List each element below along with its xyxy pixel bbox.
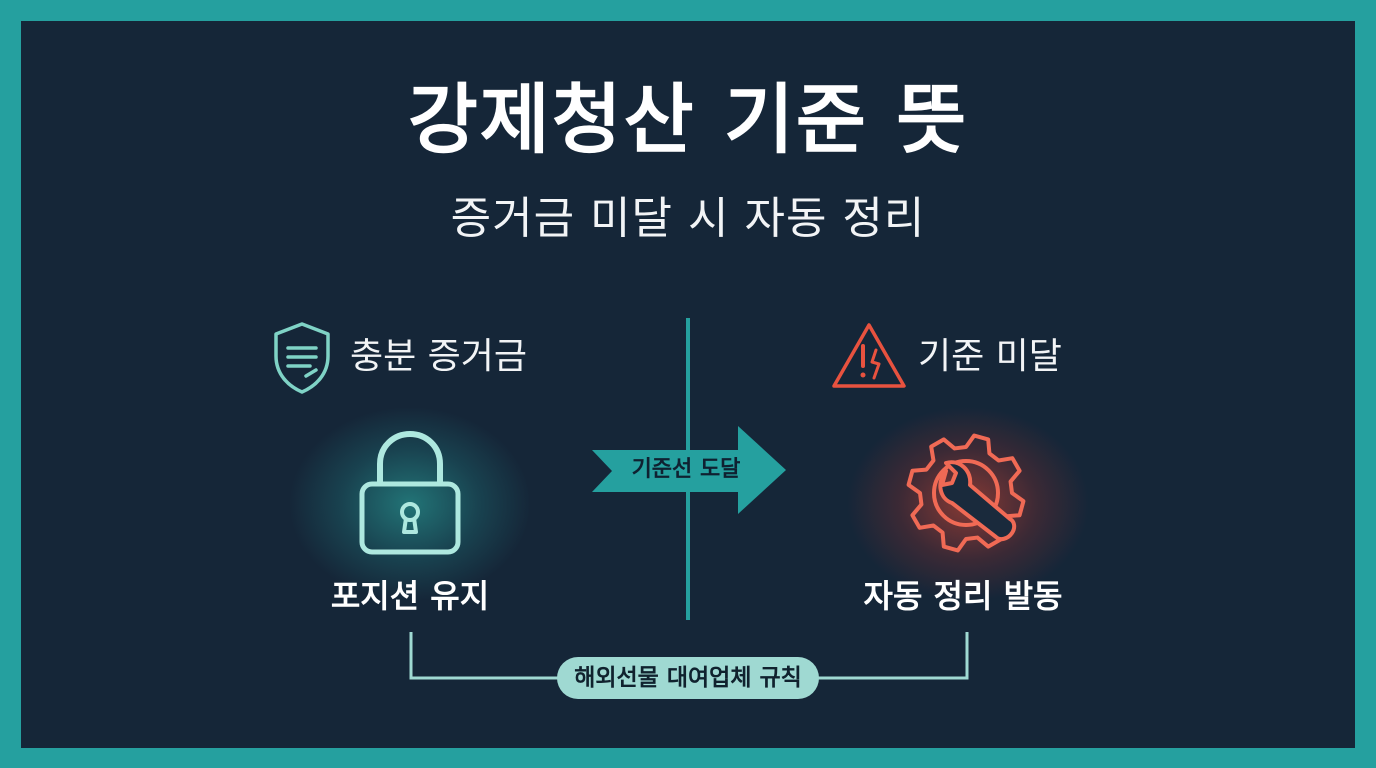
footer-rule-label: 해외선물 대여업체 규칙	[557, 657, 819, 699]
gear-wrench-icon	[906, 433, 1026, 553]
page-subtitle: 증거금 미달 시 자동 정리	[450, 193, 926, 244]
arrow-right-icon	[592, 426, 786, 514]
shield-document-icon	[274, 322, 330, 394]
auto-close-caption: 자동 정리 발동	[863, 577, 1063, 615]
gear-teeth	[906, 433, 1026, 553]
lock-icon	[359, 430, 461, 555]
page-title: 강제청산 기준 뜻	[407, 75, 969, 164]
position-hold-caption: 포지션 유지	[330, 577, 490, 615]
threshold-reached-label: 기준선 도달	[631, 457, 741, 482]
below-threshold-heading: 기준 미달	[918, 336, 1062, 377]
warning-triangle-icon	[832, 323, 906, 388]
sufficient-margin-heading: 충분 증거금	[350, 336, 528, 377]
